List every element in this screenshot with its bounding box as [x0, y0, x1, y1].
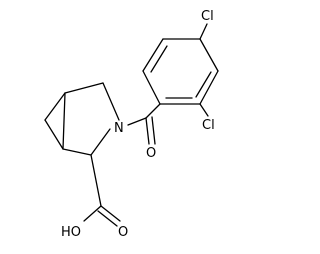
chlorine-label-ortho: Cl	[202, 118, 215, 133]
bond-n3-amide-c	[127, 117, 147, 126]
bond-c5-c1	[62, 92, 66, 150]
amide-carbonyl-group	[127, 103, 161, 145]
bond-ar5-ar6	[199, 70, 219, 105]
bond-c2-cooh	[90, 154, 102, 207]
chlorine-bonds	[199, 23, 209, 117]
bond-ar2-ar3	[142, 38, 164, 72]
bond-ar5-ar6-inner	[195, 71, 212, 98]
bond-cooh-oh	[83, 205, 102, 222]
bond-ar4-cl	[199, 23, 208, 40]
bond-ar1-ar2	[142, 70, 161, 105]
nitrogen-label: N	[114, 121, 124, 136]
chlorine-label-top: Cl	[201, 9, 214, 24]
structure-diagram: Cl Cl N O O HO	[44, 9, 219, 240]
carboxylic-acid-group	[83, 154, 121, 227]
bond-ar4-ar5	[199, 38, 219, 72]
amide-oxygen-label: O	[146, 146, 156, 161]
acid-oxygen-label: O	[118, 225, 128, 240]
bond-c2-c1	[62, 148, 92, 156]
dichlorophenyl-ring	[142, 38, 219, 105]
pyrrolidine-ring	[62, 82, 120, 156]
bond-amide-c-ring	[145, 103, 161, 119]
bond-n3-c2	[90, 128, 111, 156]
cyclopropane-ring	[44, 92, 66, 150]
bond-c4-n3	[102, 82, 120, 121]
bond-ar2-ar3-inner	[150, 45, 168, 73]
bond-c5-c6	[44, 92, 66, 121]
bond-amide-c-o-2	[151, 116, 156, 145]
bond-c5-c4	[64, 82, 104, 94]
bond-cooh-o-double-2	[97, 210, 118, 227]
hydroxyl-label: HO	[61, 225, 81, 240]
bond-ar6-cl	[199, 103, 209, 117]
bond-amide-c-o-1	[145, 117, 150, 145]
bond-c6-c1	[44, 119, 64, 150]
bond-cooh-o-double-1	[100, 205, 121, 222]
